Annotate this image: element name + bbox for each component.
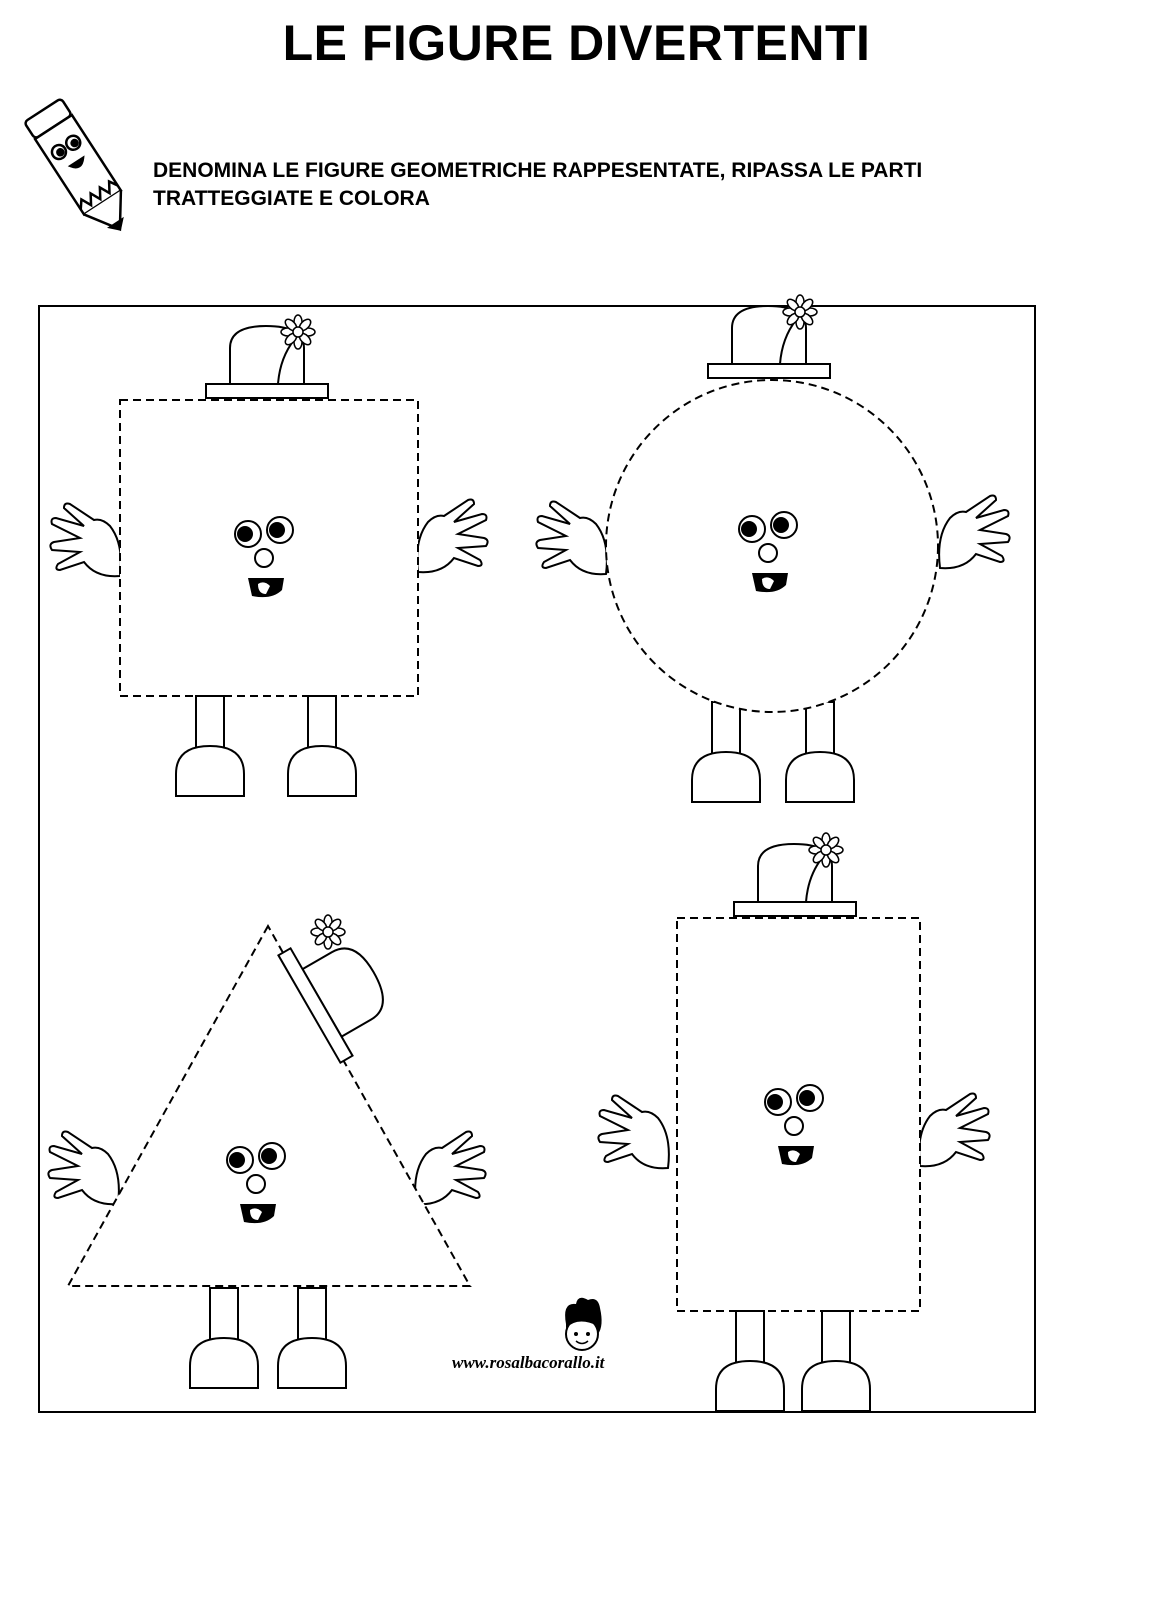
hat-icon (277, 946, 384, 1065)
leg-right (785, 701, 855, 803)
leg-left (715, 1310, 785, 1412)
square-shape (119, 399, 419, 697)
rectangle-figure (597, 833, 991, 1412)
right-hand-icon (918, 1092, 991, 1168)
rectangle-shape (676, 917, 921, 1312)
instructions-text: DENOMINA LE FIGURE GEOMETRICHE RAPPESENT… (153, 159, 923, 210)
leg-left (189, 1287, 259, 1389)
leg-right (801, 1310, 871, 1412)
right-hand-icon (414, 1130, 487, 1206)
left-hand-icon (535, 500, 608, 576)
hat-icon (206, 315, 328, 398)
watermark-site-text: www.rosalbacorallo.it (452, 1353, 605, 1372)
left-hand-icon (49, 502, 122, 578)
watermark-girl-icon (565, 1297, 602, 1351)
triangle-figure (47, 914, 487, 1389)
leg-right (287, 695, 357, 797)
page-title: LE FIGURE DIVERTENTI (282, 15, 871, 71)
leg-left (691, 701, 761, 803)
leg-left (175, 695, 245, 797)
right-hand-icon (416, 498, 489, 574)
hat-icon (734, 833, 856, 916)
square-figure (49, 315, 489, 797)
worksheet-frame (38, 305, 1036, 1413)
right-hand-icon (938, 494, 1011, 570)
left-hand-icon (597, 1094, 670, 1170)
circle-figure (535, 295, 1011, 803)
left-hand-icon (47, 1130, 120, 1206)
hat-icon (708, 295, 830, 378)
pencil-mascot-icon (24, 98, 124, 232)
leg-right (277, 1287, 347, 1389)
triangle-shape (66, 923, 472, 1287)
